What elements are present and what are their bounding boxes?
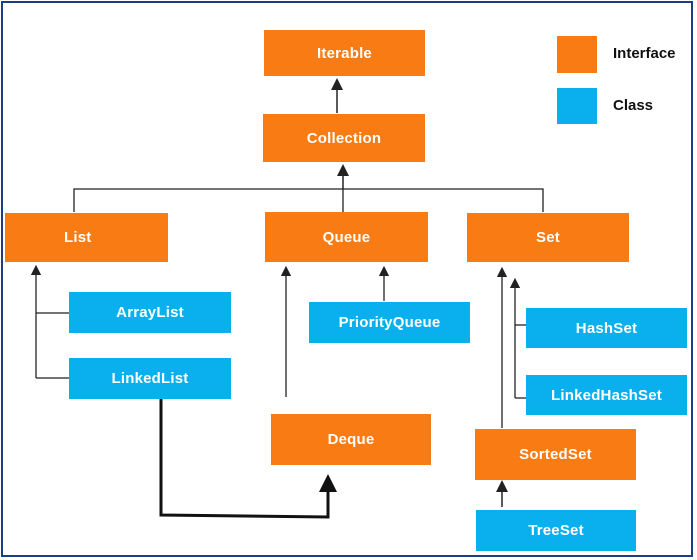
- collection-label: Collection: [306, 129, 382, 147]
- linkedlist-label: LinkedList: [111, 370, 189, 387]
- legend-interface-label: Interface: [613, 45, 676, 62]
- linkedhashset-label: LinkedHashSet: [551, 386, 662, 404]
- linkedhashset-node: LinkedHashSet: [526, 375, 687, 415]
- treeset-label: TreeSet: [528, 522, 584, 539]
- collection-node: Collection: [263, 114, 425, 162]
- queue-label: Queue: [322, 228, 371, 246]
- priorityqueue-node: PriorityQueue: [309, 302, 470, 343]
- legend-class-label: Class: [613, 97, 654, 114]
- linkedlist-to-deque-connector: [159, 399, 337, 519]
- priorityqueue-label: PriorityQueue: [338, 314, 441, 331]
- arraylist-node: ArrayList: [69, 292, 231, 333]
- set-node: Set: [467, 213, 629, 262]
- set-label: Set: [536, 229, 560, 246]
- deque-node: Deque: [271, 414, 431, 465]
- subinterfaces-bus: [73, 188, 544, 212]
- deque-label: Deque: [327, 431, 375, 448]
- sortedset-label: SortedSet: [519, 446, 592, 463]
- queue-node: Queue: [265, 212, 428, 262]
- legend-interface-swatch: [557, 36, 597, 73]
- iterable-label: Iterable: [317, 44, 372, 62]
- hashset-label: HashSet: [575, 319, 638, 337]
- legend-class-swatch: [557, 88, 597, 124]
- list-node: List: [5, 213, 168, 262]
- treeset-node: TreeSet: [476, 510, 636, 551]
- list-label: List: [64, 229, 92, 246]
- iterable-node: Iterable: [264, 30, 425, 76]
- sortedset-node: SortedSet: [475, 429, 636, 480]
- hashset-node: HashSet: [526, 308, 687, 348]
- linkedlist-node: LinkedList: [69, 358, 231, 399]
- arraylist-label: ArrayList: [116, 304, 184, 321]
